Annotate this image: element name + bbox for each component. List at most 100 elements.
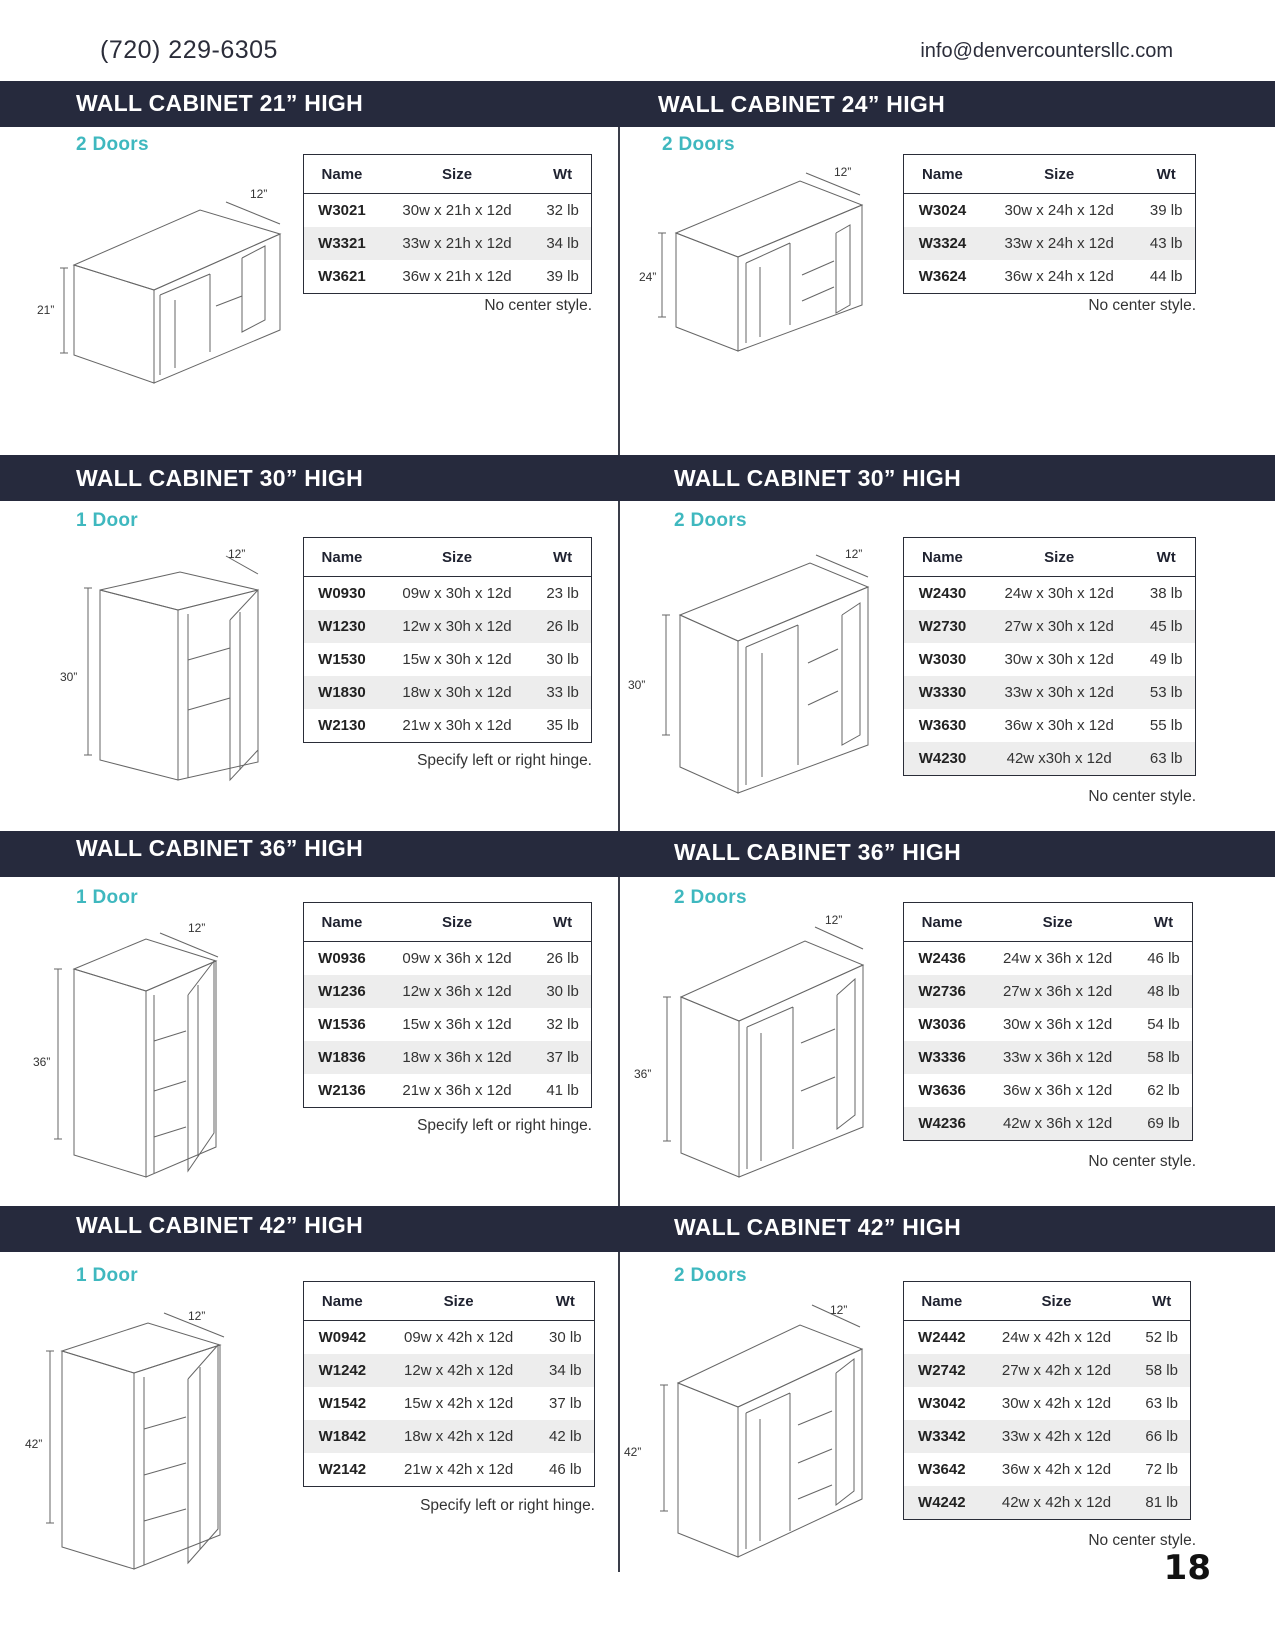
model-weight: 66 lb: [1133, 1420, 1191, 1453]
section-title-w42-1door: WALL CABINET 42” HIGH: [76, 1212, 364, 1238]
cabinet-illustration: [46, 1312, 225, 1570]
model-size: 30w x 30h x 12d: [1004, 651, 1114, 668]
model-weight: 26 lb: [546, 950, 579, 967]
column-header-size: Size: [379, 902, 535, 942]
model-size: 33w x 21h x 12d: [379, 227, 535, 260]
model-size: 18w x 30h x 12d: [379, 676, 535, 709]
cabinet-illustration: [84, 555, 259, 782]
door-count-label: 1 Door: [76, 510, 138, 531]
model-weight: 30 lb: [546, 651, 579, 668]
model-size: 15w x 30h x 12d: [402, 651, 512, 668]
model-name: W3030: [918, 651, 967, 668]
model-weight: 35 lb: [546, 717, 579, 734]
model-weight: 63 lb: [1145, 1395, 1178, 1412]
model-weight: 63 lb: [1137, 742, 1196, 776]
model-weight: 44 lb: [1149, 268, 1183, 285]
section-title-w30-2door: WALL CABINET 30” HIGH: [674, 465, 962, 491]
height-dimension-label: 36”: [634, 1067, 652, 1081]
model-name: W3042: [918, 1395, 966, 1412]
section-title-w36-2door: WALL CABINET 36” HIGH: [674, 839, 962, 865]
model-size: 36w x 30h x 12d: [1004, 717, 1114, 734]
model-name: W1230: [303, 610, 380, 643]
model-size: 33w x 30h x 12d: [980, 676, 1138, 709]
model-name: W2436: [918, 950, 966, 967]
model-weight: 53 lb: [1137, 676, 1196, 709]
model-name: W3321: [303, 227, 380, 260]
model-name: W2130: [318, 717, 366, 734]
model-weight: 34 lb: [534, 227, 592, 260]
model-name: W1842: [303, 1420, 381, 1453]
column-header-name: Name: [903, 537, 981, 577]
column-header-weight: Wt: [534, 902, 592, 942]
model-name: W1836: [303, 1041, 380, 1074]
depth-dimension-label: 12”: [845, 547, 863, 561]
model-size: 33w x 42h x 12d: [979, 1420, 1134, 1453]
column-header-size: Size: [379, 537, 535, 577]
model-weight: 69 lb: [1134, 1107, 1193, 1141]
model-name: W2730: [903, 610, 981, 643]
email-address[interactable]: info@denvercountersllc.com: [920, 40, 1173, 62]
model-size: 30w x 24h x 12d: [1004, 202, 1114, 219]
model-size: 12w x 42h x 12d: [380, 1354, 537, 1387]
column-header-name: Name: [903, 902, 981, 942]
model-size: 21w x 30h x 12d: [402, 717, 512, 734]
table-row: W3030 30w x 30h x 12d 49 lb: [904, 643, 1196, 676]
model-weight: 38 lb: [1149, 585, 1183, 602]
model-weight: 37 lb: [534, 1041, 592, 1074]
model-name: W3021: [318, 202, 366, 219]
height-dimension-label: 24”: [639, 270, 657, 284]
model-name: W4236: [903, 1107, 981, 1141]
height-dimension-label: 42”: [25, 1437, 43, 1451]
column-header-size: Size: [380, 1281, 537, 1321]
model-name: W2442: [918, 1329, 966, 1346]
model-name: W3636: [918, 1082, 966, 1099]
phone-number[interactable]: (720) 229-6305: [100, 36, 278, 64]
table-note: No center style.: [1088, 1153, 1196, 1170]
model-name: W1542: [318, 1395, 367, 1412]
model-name: W3630: [918, 717, 967, 734]
depth-dimension-label: 12”: [188, 1309, 206, 1323]
cabinet-illustration: [54, 932, 219, 1178]
model-weight: 55 lb: [1149, 717, 1183, 734]
model-weight: 46 lb: [1147, 950, 1180, 967]
model-weight: 30 lb: [534, 975, 592, 1008]
model-weight: 33 lb: [534, 676, 592, 709]
model-name: W3336: [903, 1041, 981, 1074]
model-name: W0936: [318, 950, 366, 967]
column-divider: [618, 1252, 620, 1572]
model-weight: 54 lb: [1147, 1016, 1180, 1033]
depth-dimension-label: 12”: [834, 165, 852, 179]
model-size: 30w x 21h x 12d: [402, 202, 512, 219]
section-title-w36-1door: WALL CABINET 36” HIGH: [76, 835, 364, 861]
model-name: W3342: [903, 1420, 980, 1453]
model-weight: 58 lb: [1133, 1354, 1191, 1387]
cabinet-illustration: [60, 201, 282, 384]
model-size: 18w x 42h x 12d: [380, 1420, 537, 1453]
model-weight: 49 lb: [1149, 651, 1183, 668]
model-size: 27w x 30h x 12d: [980, 610, 1138, 643]
model-size: 30w x 42h x 12d: [1001, 1395, 1112, 1412]
cabinet-illustration: [663, 926, 865, 1178]
table-note: Specify left or right hinge.: [417, 1117, 592, 1134]
cabinet-illustration: [658, 172, 864, 352]
model-size: 12w x 30h x 12d: [379, 610, 535, 643]
table-note: No center style.: [1088, 788, 1196, 805]
model-weight: 39 lb: [546, 268, 579, 285]
